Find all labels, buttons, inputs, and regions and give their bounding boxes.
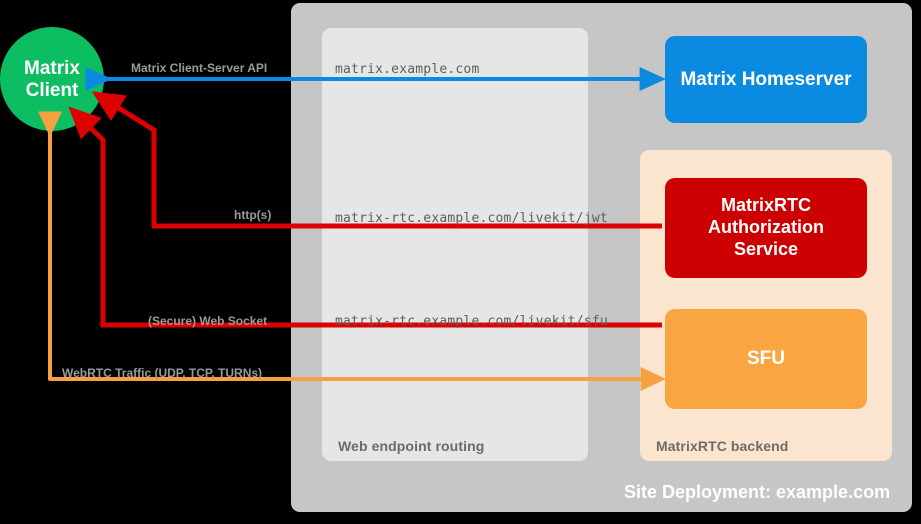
connection-label-webrtc: WebRTC Traffic (UDP, TCP, TURNs)	[62, 366, 263, 380]
matrix-homeserver-node[interactable]	[665, 36, 867, 123]
web-endpoint-routing-panel	[322, 28, 588, 461]
connection-label-websocket: (Secure) Web Socket	[148, 314, 268, 328]
connection-label-http: http(s)	[234, 208, 272, 222]
endpoint-livekit-sfu: matrix-rtc.example.com/livekit/sfu	[335, 314, 608, 329]
endpoint-livekit-jwt: matrix-rtc.example.com/livekit/jwt	[335, 211, 608, 226]
web-endpoint-routing-label: Web endpoint routing	[338, 438, 485, 454]
endpoint-matrix-host: matrix.example.com	[335, 62, 480, 77]
connection-webrtc	[38, 111, 666, 391]
matrix-client-node[interactable]	[0, 27, 104, 131]
sfu-node[interactable]	[665, 309, 867, 409]
connection-label-cs-api: Matrix Client-Server API	[131, 61, 268, 75]
matrixrtc-authorization-service-node[interactable]	[665, 178, 867, 278]
matrixrtc-backend-label: MatrixRTC backend	[656, 438, 789, 454]
site-deployment-label: Site Deployment: example.com	[624, 482, 891, 502]
